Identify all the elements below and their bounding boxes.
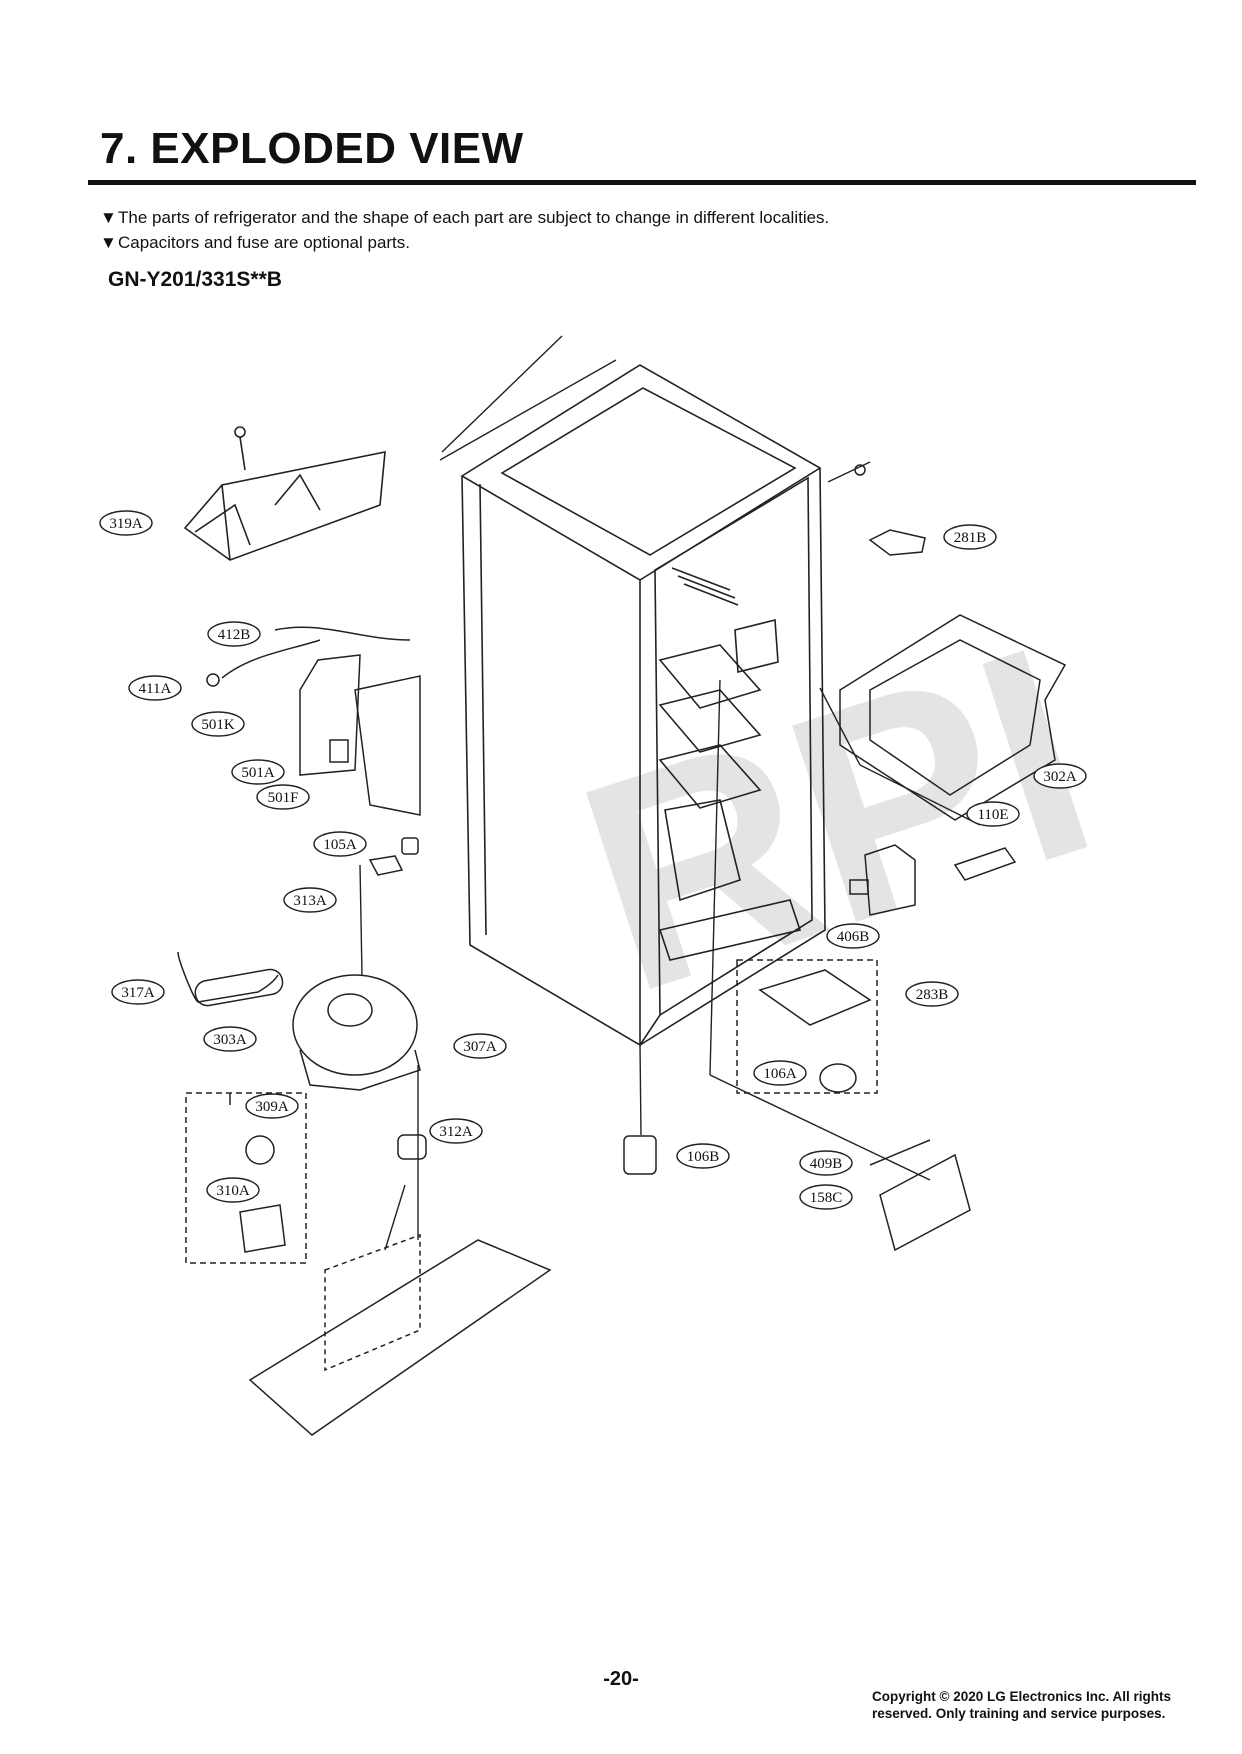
part-labels: 319A 412B 411A 501K 501A 501F 105A 313A … [99,510,1087,1210]
leader-lines [359,335,981,1251]
svg-text:409B: 409B [810,1156,843,1172]
svg-text:312A: 312A [439,1124,473,1140]
svg-text:307A: 307A [463,1039,497,1055]
svg-text:310A: 310A [216,1183,250,1199]
svg-text:501K: 501K [201,717,235,733]
control-box-drawing [206,626,421,816]
copyright-line-2: reserved. Only training and service purp… [872,1706,1166,1721]
part-label-406B: 406B [826,923,880,949]
note-2: ▼Capacitors and fuse are optional parts. [100,233,410,253]
part-label-302A: 302A [1033,763,1087,789]
svg-text:281B: 281B [954,530,987,546]
small-parts-drawing [177,837,657,1436]
model-number: GN-Y201/331S**B [108,268,282,291]
right-parts-drawing [736,464,1067,1252]
note-1: ▼The parts of refrigerator and the shape… [100,208,829,228]
part-label-309A: 309A [245,1093,299,1119]
part-label-110E: 110E [966,801,1020,827]
svg-text:106A: 106A [763,1066,797,1082]
svg-text:158C: 158C [810,1190,843,1206]
part-label-307A: 307A [453,1033,507,1059]
part-label-281B: 281B [943,524,997,550]
note-text: The parts of refrigerator and the shape … [118,208,830,227]
copyright-line-1: Copyright © 2020 LG Electronics Inc. All… [872,1689,1172,1704]
part-label-501F: 501F [256,784,310,810]
note-marker-icon: ▼ [100,233,117,252]
part-label-313A: 313A [283,887,337,913]
cabinet-drawing [460,364,826,1047]
svg-text:501A: 501A [241,765,275,781]
svg-text:283B: 283B [916,987,949,1003]
svg-text:412B: 412B [218,627,251,643]
part-label-312A: 312A [429,1118,483,1144]
part-label-319A: 319A [99,510,153,536]
svg-text:406B: 406B [837,929,870,945]
svg-text:501F: 501F [268,790,299,806]
part-label-317A: 317A [111,979,165,1005]
note-text: Capacitors and fuse are optional parts. [118,233,411,252]
svg-text:302A: 302A [1043,769,1077,785]
svg-text:110E: 110E [977,807,1008,823]
part-label-106A: 106A [753,1060,807,1086]
part-label-409B: 409B [799,1150,853,1176]
part-label-106B: 106B [676,1143,730,1169]
part-label-310A: 310A [206,1177,260,1203]
svg-text:105A: 105A [323,837,357,853]
page-title: 7. EXPLODED VIEW [100,124,524,173]
part-label-158C: 158C [799,1184,853,1210]
title-rule [88,180,1196,185]
part-label-105A: 105A [313,831,367,857]
ice-tray-drawing [183,426,386,561]
part-label-303A: 303A [203,1026,257,1052]
page-number: -20- [603,1668,639,1690]
copyright-notice: Copyright © 2020 LG Electronics Inc. All… [872,1688,1212,1722]
part-label-411A: 411A [128,675,182,701]
svg-text:317A: 317A [121,985,155,1001]
svg-text:106B: 106B [687,1149,720,1165]
svg-text:411A: 411A [139,681,172,697]
part-label-283B: 283B [905,981,959,1007]
svg-text:303A: 303A [213,1032,247,1048]
part-label-501K: 501K [191,711,245,737]
part-label-412B: 412B [207,621,261,647]
part-label-501A: 501A [231,759,285,785]
svg-text:309A: 309A [255,1099,289,1115]
note-marker-icon: ▼ [100,208,117,227]
svg-text:319A: 319A [109,516,143,532]
svg-text:313A: 313A [293,893,327,909]
